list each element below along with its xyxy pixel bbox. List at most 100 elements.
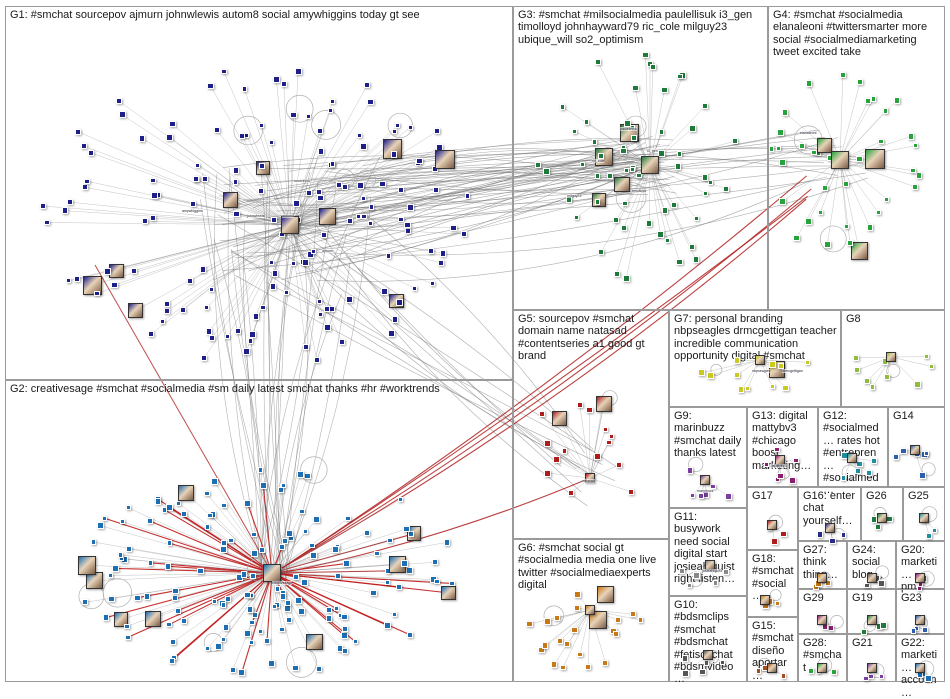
- graph-node: [596, 396, 612, 412]
- graph-node: [613, 631, 618, 636]
- graph-node: [771, 538, 777, 544]
- graph-node: [162, 507, 168, 513]
- graph-node: [268, 660, 274, 666]
- graph-node: [204, 305, 209, 310]
- graph-node: [908, 133, 914, 139]
- graph-node: [249, 640, 254, 645]
- graph-node: [319, 208, 336, 225]
- graph-node: [242, 86, 247, 91]
- graph-node: [341, 632, 348, 639]
- node-label: natasad: [582, 479, 595, 483]
- graph-node: [738, 386, 744, 392]
- graph-node: [638, 617, 643, 622]
- graph-node: [876, 210, 881, 215]
- graph-node: [82, 599, 88, 605]
- graph-node: [665, 238, 670, 243]
- graph-node: [535, 162, 541, 168]
- graph-node: [894, 97, 900, 103]
- graph-node: [360, 143, 367, 150]
- graph-node: [840, 72, 846, 78]
- node-label: paulellisuk: [620, 127, 637, 131]
- graph-node: [687, 583, 692, 588]
- graph-node: [552, 411, 567, 426]
- graph-node: [328, 108, 333, 113]
- graph-node: [405, 228, 410, 233]
- graph-node: [461, 231, 467, 237]
- graph-node: [172, 588, 178, 594]
- graph-node: [392, 316, 399, 323]
- graph-node: [642, 52, 648, 58]
- graph-node: [412, 286, 417, 291]
- graph-node: [621, 225, 627, 231]
- graph-node: [916, 172, 923, 179]
- graph-node: [330, 161, 335, 166]
- graph-node: [723, 186, 729, 192]
- graph-node: [67, 199, 72, 204]
- graph-node: [306, 190, 313, 197]
- graph-node: [779, 198, 786, 205]
- graph-node: [704, 660, 709, 665]
- graph-node: [139, 135, 146, 142]
- graph-node: [745, 386, 750, 391]
- graph-node: [108, 573, 114, 579]
- graph-node: [568, 490, 574, 496]
- hub-node: [700, 475, 710, 485]
- graph-node: [865, 149, 885, 169]
- graph-node: [272, 270, 279, 277]
- graph-node: [329, 306, 335, 312]
- graph-node: [542, 642, 548, 648]
- graph-node: [595, 199, 600, 204]
- graph-node: [310, 552, 317, 559]
- graph-node: [290, 112, 296, 118]
- hub-node: [825, 523, 835, 533]
- graph-node: [847, 240, 852, 245]
- graph-node: [689, 125, 695, 131]
- graph-node: [396, 584, 402, 590]
- graph-node: [613, 217, 619, 223]
- graph-node: [204, 491, 210, 497]
- graph-node: [551, 661, 557, 667]
- graph-node: [387, 538, 392, 543]
- graph-node: [116, 98, 122, 104]
- hub-node: [703, 650, 713, 660]
- graph-node: [124, 624, 129, 629]
- graph-node: [782, 109, 788, 115]
- node-label: mattybv3: [772, 464, 787, 468]
- graph-node: [205, 524, 211, 530]
- graph-node: [347, 218, 353, 224]
- graph-node: [314, 357, 320, 363]
- node-label: creativesage: [272, 581, 292, 585]
- graph-node: [281, 81, 287, 87]
- graph-node: [379, 181, 386, 188]
- hub-node: [767, 663, 777, 673]
- graph-node: [164, 308, 170, 314]
- graph-node: [526, 621, 533, 628]
- graph-node: [324, 324, 330, 330]
- graph-node: [221, 503, 226, 508]
- graph-node: [564, 641, 570, 647]
- graph-node: [150, 215, 156, 221]
- graph-node: [346, 296, 352, 302]
- graph-node: [128, 303, 143, 318]
- graph-node: [404, 222, 411, 229]
- graph-node: [910, 168, 916, 174]
- graph-node: [82, 184, 88, 190]
- graph-node: [432, 559, 438, 565]
- graph-node: [120, 519, 125, 524]
- graph-node: [249, 331, 256, 338]
- graph-node: [544, 440, 551, 447]
- graph-node: [269, 260, 274, 265]
- graph-node: [775, 601, 780, 606]
- graph-node: [202, 176, 209, 183]
- graph-node: [597, 586, 614, 603]
- graph-node: [407, 632, 413, 638]
- graph-node: [230, 667, 236, 673]
- graph-node: [303, 344, 310, 351]
- graph-node: [574, 591, 580, 597]
- hub-node: [817, 663, 827, 673]
- graph-node: [698, 369, 705, 376]
- graph-node: [228, 538, 233, 543]
- graph-node: [238, 669, 245, 676]
- graph-node: [606, 440, 612, 446]
- graph-node: [577, 652, 582, 657]
